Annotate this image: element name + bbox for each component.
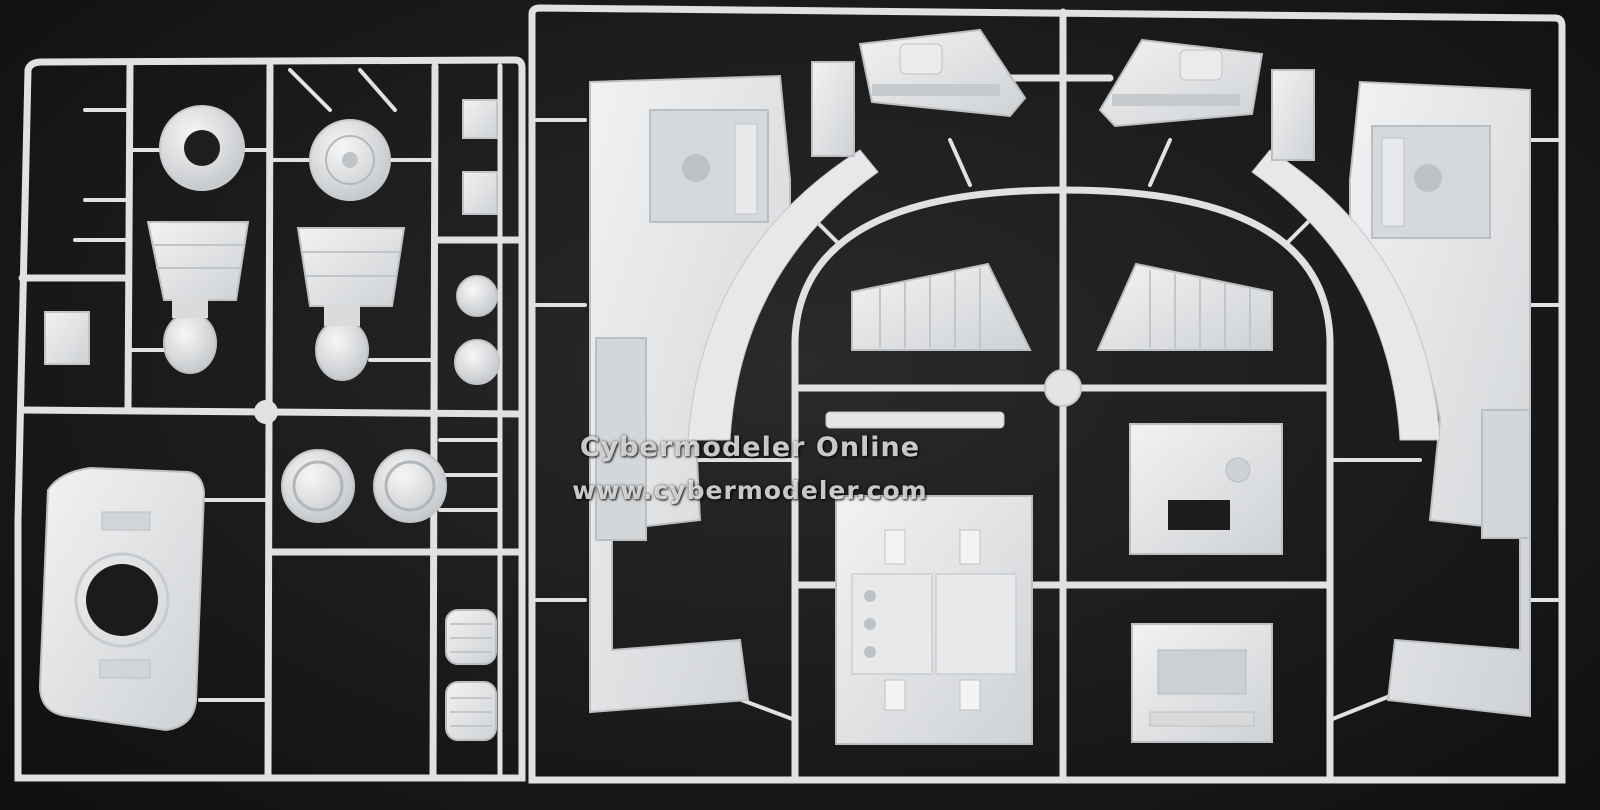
left-sprue-parts [38,99,500,741]
right-sprue-parts [589,28,1531,745]
